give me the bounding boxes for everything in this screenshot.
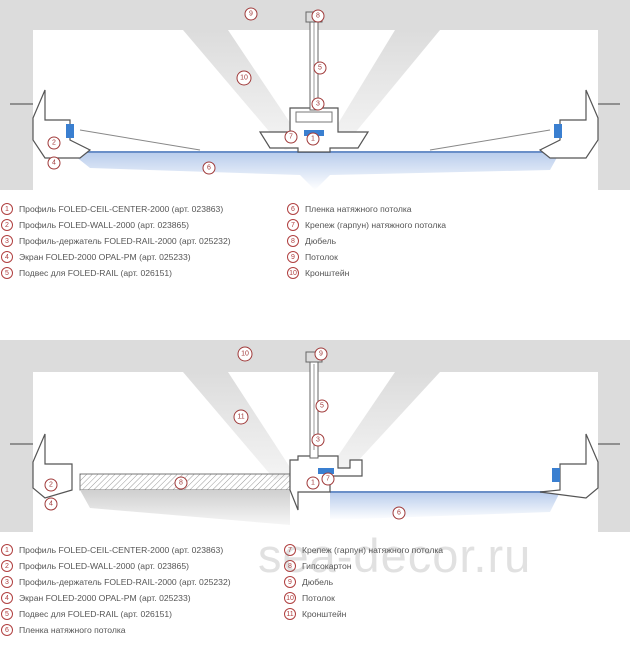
- bracket-left-beam: [183, 30, 305, 150]
- callout-5: 5: [313, 61, 327, 75]
- svg-text:11: 11: [237, 414, 244, 421]
- callout-6: 6: [202, 161, 216, 175]
- svg-text:10: 10: [241, 351, 249, 358]
- left-wall: [0, 340, 33, 532]
- svg-text:7: 7: [289, 134, 293, 141]
- bottom-diagram: 10 9 5 11 3 7 1 2 4 8 6: [0, 340, 630, 532]
- callout-2: 2: [47, 136, 61, 150]
- svg-text:6: 6: [207, 165, 211, 172]
- svg-text:9: 9: [249, 11, 253, 18]
- callout-5: 5: [315, 399, 329, 413]
- svg-text:10: 10: [240, 75, 248, 82]
- svg-text:2: 2: [52, 140, 56, 147]
- svg-text:6: 6: [397, 510, 401, 517]
- bracket-right-beam: [325, 372, 440, 475]
- callout-2: 2: [44, 478, 58, 492]
- bracket-right-beam: [325, 30, 440, 145]
- callout-10: 10: [237, 346, 253, 362]
- svg-text:4: 4: [52, 160, 56, 167]
- stretch-film: [330, 492, 560, 520]
- callout-4: 4: [44, 497, 58, 511]
- svg-text:3: 3: [316, 437, 320, 444]
- callout-3: 3: [311, 433, 325, 447]
- right-wall-profile: [538, 89, 599, 159]
- callout-1: 1: [306, 132, 320, 146]
- svg-text:1: 1: [311, 136, 315, 143]
- callout-8: 8: [311, 9, 325, 23]
- left-wall-profile: [32, 433, 73, 499]
- callout-8: 8: [174, 476, 188, 490]
- svg-text:5: 5: [320, 403, 324, 410]
- right-wall-profile: [539, 433, 599, 499]
- svg-text:8: 8: [316, 13, 320, 20]
- stretch-film: [70, 152, 560, 190]
- callout-3: 3: [311, 97, 325, 111]
- callout-6: 6: [392, 506, 406, 520]
- watermark: sea-decor.ru: [258, 529, 532, 582]
- callout-9: 9: [314, 347, 328, 361]
- right-wall: [598, 0, 630, 190]
- callout-7: 7: [284, 130, 298, 144]
- callout-1: 1: [306, 476, 320, 490]
- callout-7: 7: [321, 472, 335, 486]
- svg-text:2: 2: [49, 482, 53, 489]
- svg-text:1: 1: [311, 480, 315, 487]
- top-diagram: 9 8 10 5 3 7 1 2 4 6: [0, 0, 630, 190]
- callout-10: 10: [236, 70, 252, 86]
- right-wall: [598, 340, 630, 532]
- svg-text:9: 9: [319, 351, 323, 358]
- drywall-shade: [80, 490, 290, 525]
- svg-text:5: 5: [318, 65, 322, 72]
- callout-4: 4: [47, 156, 61, 170]
- svg-text:4: 4: [49, 501, 53, 508]
- left-wall: [0, 0, 33, 190]
- callout-9: 9: [244, 7, 258, 21]
- svg-text:7: 7: [326, 476, 330, 483]
- svg-text:3: 3: [316, 101, 320, 108]
- left-wall-profile: [32, 89, 92, 159]
- callout-11: 11: [233, 409, 249, 425]
- svg-text:8: 8: [179, 480, 183, 487]
- bracket-left-beam: [183, 372, 295, 480]
